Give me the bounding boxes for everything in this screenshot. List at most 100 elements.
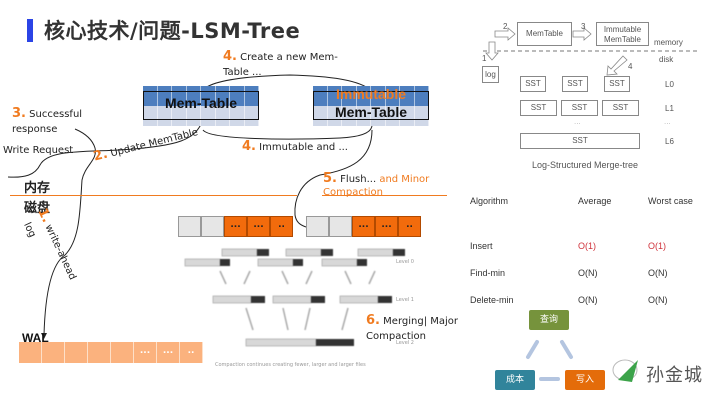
- step-4-create-note: 4. Create a new Mem-Table ...: [223, 49, 353, 80]
- lsm-sst-l0: SST: [604, 76, 630, 92]
- immutable-memtable: Immutable Mem-Table: [313, 86, 429, 126]
- table-header-worst: Worst case: [648, 196, 693, 206]
- step-number: 3.: [12, 106, 26, 121]
- wal-label: WAL: [22, 331, 49, 345]
- compaction-caption: Compaction continues creating fewer, lar…: [215, 362, 366, 368]
- triangle-cost-box: 成本: [495, 370, 535, 390]
- lsm-level-label: L6: [665, 137, 674, 146]
- arrow-label: 1: [482, 54, 487, 63]
- lsm-sst-l1: SST: [602, 100, 639, 116]
- lsm-immutable-box: Immutable MemTable: [596, 22, 649, 46]
- wal-cell: ...: [134, 342, 157, 363]
- step-number: 5.: [323, 171, 337, 186]
- arrow-label: 2: [503, 22, 508, 31]
- level-label: Level 1: [396, 297, 414, 303]
- sst-cell: [306, 216, 329, 237]
- table-header-algorithm: Algorithm: [470, 196, 509, 206]
- lsm-memtable-box: MemTable: [517, 22, 572, 46]
- memtable-label: Mem-Table: [164, 95, 238, 111]
- wal-cell: ..: [180, 342, 203, 363]
- memory-label: 内存: [24, 181, 51, 196]
- sst-cell: ..: [270, 216, 293, 237]
- sst-cell: [201, 216, 224, 237]
- table-cell: O(N): [578, 268, 598, 278]
- step-number: 4.: [223, 49, 237, 64]
- lsm-sst-l1: SST: [561, 100, 598, 116]
- sst-cell: ..: [398, 216, 421, 237]
- table-cell: O(N): [648, 268, 668, 278]
- wal-bar: ... ... ..: [19, 342, 203, 363]
- table-cell: O(1): [578, 241, 596, 251]
- connector-write-request: [7, 119, 204, 178]
- table-header-average: Average: [578, 196, 612, 206]
- wal-cell: [65, 342, 88, 363]
- step-4-immutable-note: 4. Immutable and ...: [242, 139, 348, 155]
- wal-cell: [88, 342, 111, 363]
- table-cell: O(N): [578, 295, 598, 305]
- sst-cell: ...: [224, 216, 247, 237]
- sst-cell: ...: [247, 216, 270, 237]
- wal-cell: [42, 342, 65, 363]
- step-text: Create a new Mem-Table ...: [223, 52, 338, 78]
- lsm-disk-label: disk: [659, 55, 674, 64]
- lsm-sst-l6: SST: [520, 133, 640, 149]
- immutable-label: Immutable: [335, 86, 406, 102]
- level-label: Level 0: [396, 259, 414, 265]
- arrow-3-icon: [572, 27, 592, 41]
- table-cell: Find-min: [470, 268, 506, 278]
- watermark-text: 孙金城: [646, 365, 703, 386]
- sst-cell: [178, 216, 201, 237]
- wal-cell: [111, 342, 134, 363]
- title-accent-bar: [27, 19, 33, 42]
- lsm-sst-l1: SST: [520, 100, 557, 116]
- lsm-ellipsis: ...: [574, 117, 581, 126]
- arrow-label: 3: [581, 22, 586, 31]
- arrow-1-icon: [485, 41, 499, 61]
- sst-cell: ...: [352, 216, 375, 237]
- connector-flush: [294, 129, 373, 228]
- sst-bar-left: ... ... ..: [178, 216, 293, 237]
- immutable-memtable-label: Mem-Table: [334, 104, 408, 120]
- disk-label: 磁盘: [24, 201, 51, 216]
- step-number: 4.: [242, 139, 256, 154]
- table-cell: O(1): [648, 241, 666, 251]
- page-title: 核心技术/问题-LSM-Tree: [44, 19, 301, 43]
- connector-create-new-memtable: [201, 74, 373, 92]
- arrow-2-icon: [494, 27, 516, 41]
- lsm-memory-label: memory: [654, 38, 683, 47]
- wal-cell: [19, 342, 42, 363]
- wal-cell: ...: [157, 342, 180, 363]
- sst-bar-right: ... ... ..: [306, 216, 421, 237]
- arrow-4-icon: [606, 55, 628, 76]
- level-label: Level 2: [396, 340, 414, 346]
- write-request-label: Write Request: [3, 145, 74, 156]
- step-5-note: 5. Flush... and Minor Compaction: [323, 172, 453, 199]
- sst-cell: [329, 216, 352, 237]
- connector-wal: [43, 128, 96, 336]
- triangle-write-box: 写入: [565, 370, 605, 390]
- triangle-query-box: 查询: [529, 310, 569, 330]
- step-number: 6.: [366, 313, 380, 328]
- step-6-note: 6. Merging| Major Compaction: [366, 313, 476, 344]
- step-text: Merging| Major Compaction: [366, 316, 459, 342]
- lsm-sst-l0: SST: [520, 76, 546, 92]
- step-text: Successful response: [12, 109, 83, 135]
- connector-immutable: [202, 124, 373, 140]
- table-cell: O(N): [648, 295, 668, 305]
- step-3-note: 3. Successful response: [12, 106, 102, 137]
- memtable: Mem-Table: [143, 86, 259, 126]
- memory-disk-divider: [10, 195, 297, 196]
- table-cell: Insert: [470, 241, 493, 251]
- sst-cell: ...: [375, 216, 398, 237]
- lsm-sst-l0: SST: [562, 76, 588, 92]
- step-text-orange: and Minor Compaction: [323, 174, 430, 198]
- arrow-label: 4: [628, 62, 633, 71]
- step-text: Immutable and ...: [259, 142, 348, 153]
- step-text: Flush...: [340, 174, 377, 185]
- memory-disk-divider-right: [322, 195, 447, 196]
